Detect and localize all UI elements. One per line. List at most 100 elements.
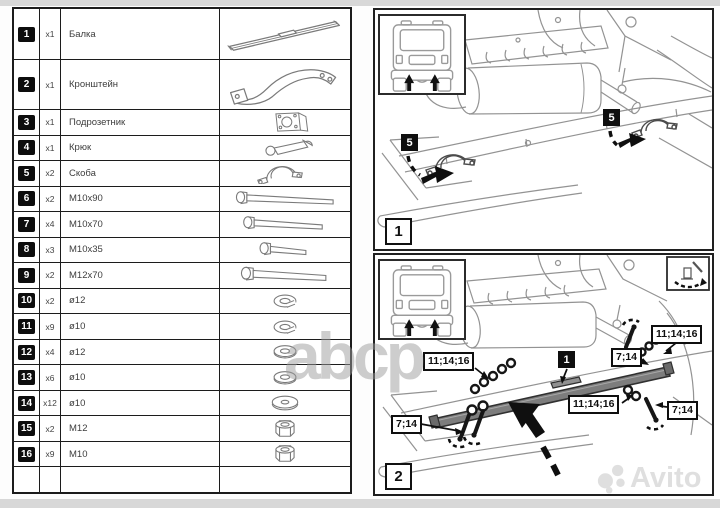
part-number-badge: 12 bbox=[18, 344, 35, 360]
part-drawing-flat-washer bbox=[220, 391, 350, 416]
part-number-badge: 10 bbox=[18, 293, 35, 309]
table-row: 16 x9 M10 bbox=[14, 441, 350, 468]
step1-drawing bbox=[377, 10, 712, 228]
table-row: 10 x2 ø12 bbox=[14, 288, 350, 315]
callout-hardware-top-right: 11;14;16 bbox=[651, 325, 703, 344]
tighten-tool-icon bbox=[674, 261, 707, 289]
part-qty: x2 bbox=[40, 288, 61, 314]
parts-table: 1 x1 Балка 2 x1 Кронштейн 3 x1 Подрозетн… bbox=[12, 7, 352, 494]
part-qty: x1 bbox=[40, 110, 61, 135]
clamp-part-drawing bbox=[425, 118, 678, 176]
part-qty: x12 bbox=[40, 390, 61, 416]
part-number-badge: 8 bbox=[18, 242, 35, 258]
part-name: ø12 bbox=[61, 339, 220, 365]
part-drawing-spring-washer bbox=[220, 289, 350, 314]
table-row: 7 x4 M10x70 bbox=[14, 212, 350, 238]
part-qty: x6 bbox=[40, 365, 61, 390]
part-name: M10x90 bbox=[61, 186, 220, 212]
part-name: ø10 bbox=[61, 390, 220, 416]
part-qty: x1 bbox=[40, 9, 61, 59]
table-row-empty bbox=[14, 467, 350, 492]
part-number-badge: 6 bbox=[18, 191, 35, 207]
bolt-drawing bbox=[459, 327, 657, 439]
table-row: 6 x2 M10x90 bbox=[14, 186, 350, 213]
part-drawing-flat-washer bbox=[220, 365, 350, 390]
part-name: M10x35 bbox=[61, 237, 220, 263]
part-number-badge: 4 bbox=[18, 140, 35, 156]
step2-panel: 11;14;16 11;14;16 11;14;16 7;14 7;14 7;1… bbox=[373, 253, 714, 496]
part-drawing-clamp bbox=[220, 161, 350, 186]
part-drawing-bolt bbox=[220, 187, 350, 212]
callout-bolt-left: 7;14 bbox=[391, 415, 423, 434]
part-name: M10x70 bbox=[61, 212, 220, 237]
part-name: Подрозетник bbox=[61, 110, 220, 135]
install-direction-arrow bbox=[421, 133, 646, 184]
part-number-badge: 7 bbox=[18, 216, 35, 232]
part-name: Балка bbox=[61, 9, 220, 59]
step1-panel: 5 5 1 bbox=[373, 8, 714, 251]
table-row: 5 x2 Скоба bbox=[14, 161, 350, 187]
part-drawing-beam bbox=[220, 9, 350, 59]
part-name: M10 bbox=[61, 441, 220, 467]
part-number-badge: 1 bbox=[18, 26, 35, 42]
callout-bolt-right: 7;14 bbox=[667, 401, 699, 420]
part-number-badge: 13 bbox=[18, 370, 35, 386]
dashed-guide-arrow bbox=[406, 130, 619, 177]
part-qty: x3 bbox=[40, 237, 61, 263]
part-drawing-nut bbox=[220, 442, 350, 467]
table-row: 14 x12 ø10 bbox=[14, 390, 350, 417]
rotation-arrow bbox=[447, 318, 665, 449]
part-qty: x2 bbox=[40, 416, 61, 441]
part-number-badge: 9 bbox=[18, 267, 35, 283]
part-qty: x1 bbox=[40, 60, 61, 109]
callout-beam: 1 bbox=[558, 351, 575, 368]
table-row: 13 x6 ø10 bbox=[14, 365, 350, 391]
install-direction-arrow bbox=[508, 402, 545, 438]
part-qty: x2 bbox=[40, 186, 61, 212]
part-number-badge: 14 bbox=[18, 395, 35, 411]
part-qty: x2 bbox=[40, 161, 61, 186]
part-name: M12x70 bbox=[61, 263, 220, 288]
part-qty: x1 bbox=[40, 135, 61, 161]
step-number: 1 bbox=[385, 218, 412, 245]
part-number-badge: 3 bbox=[18, 114, 35, 130]
part-number-badge: 15 bbox=[18, 421, 35, 437]
step-number: 2 bbox=[385, 463, 412, 490]
callout-clamp-right: 5 bbox=[603, 109, 620, 126]
washer-stack bbox=[466, 335, 661, 416]
part-drawing-bolt bbox=[220, 212, 350, 237]
part-name: Скоба bbox=[61, 161, 220, 186]
table-row: 1 x1 Балка bbox=[14, 9, 350, 60]
part-drawing-bolt bbox=[220, 238, 350, 263]
part-number-badge: 11 bbox=[18, 319, 35, 335]
part-drawing-hook bbox=[220, 136, 350, 161]
crossbar-beam-drawing bbox=[428, 361, 675, 429]
part-drawing-flat-washer bbox=[220, 340, 350, 365]
callout-bolt-top-right: 7;14 bbox=[611, 348, 643, 367]
part-name: ø10 bbox=[61, 314, 220, 339]
arrow-dashes bbox=[540, 445, 561, 477]
part-drawing-socket-plate bbox=[220, 110, 350, 135]
part-qty: x9 bbox=[40, 314, 61, 339]
part-name: Крюк bbox=[61, 135, 220, 161]
photo-edge-bottom bbox=[0, 499, 720, 508]
part-name: Кронштейн bbox=[61, 60, 220, 109]
table-row: 11 x9 ø10 bbox=[14, 314, 350, 340]
part-number-badge: 16 bbox=[18, 446, 35, 462]
callout-hardware-left: 11;14;16 bbox=[423, 352, 475, 371]
part-name: ø10 bbox=[61, 365, 220, 390]
part-number-badge: 2 bbox=[18, 77, 35, 92]
table-row: 12 x4 ø12 bbox=[14, 339, 350, 366]
table-row: 3 x1 Подрозетник bbox=[14, 110, 350, 136]
part-drawing-bracket bbox=[220, 60, 350, 109]
part-drawing-bolt bbox=[220, 263, 350, 288]
table-row: 2 x1 Кронштейн bbox=[14, 60, 350, 110]
table-row: 8 x3 M10x35 bbox=[14, 237, 350, 264]
part-qty: x4 bbox=[40, 339, 61, 365]
callout-pointer bbox=[420, 342, 677, 432]
table-row: 9 x2 M12x70 bbox=[14, 263, 350, 289]
part-drawing-nut bbox=[220, 416, 350, 441]
callout-clamp-left: 5 bbox=[401, 134, 418, 151]
part-name: ø12 bbox=[61, 288, 220, 314]
part-name: M12 bbox=[61, 416, 220, 441]
